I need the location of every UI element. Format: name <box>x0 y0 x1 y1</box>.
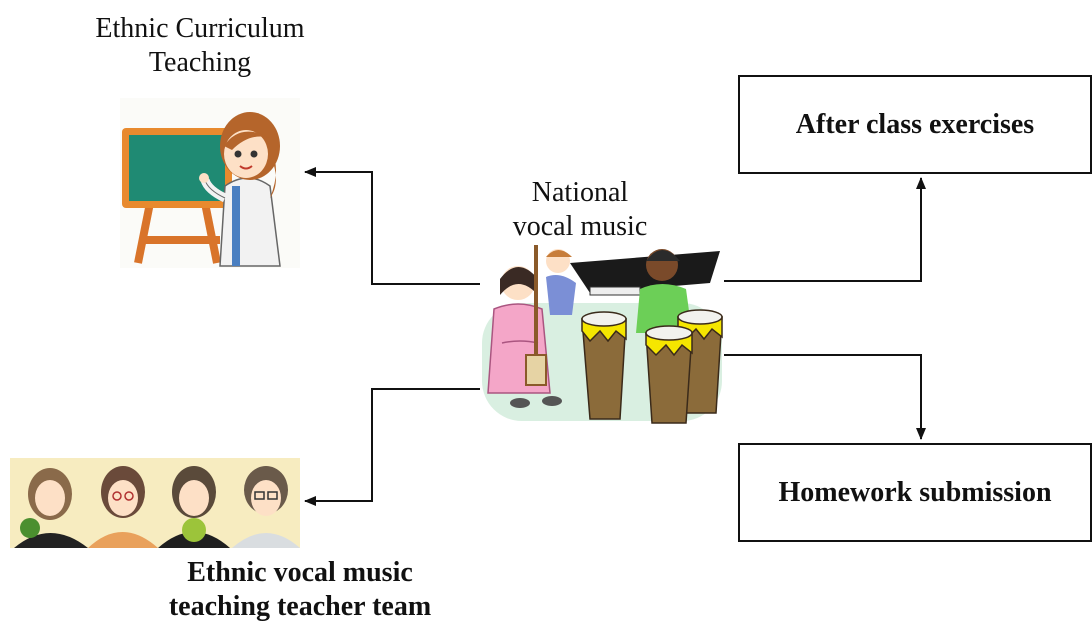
teacher-at-chalkboard-illustration <box>120 98 300 268</box>
connector-to-team <box>304 388 480 506</box>
team-label: Ethnic vocal music teaching teacher team <box>140 556 460 624</box>
curriculum-label: Ethnic Curriculum Teaching <box>60 12 340 80</box>
connector-to-homework <box>724 354 926 440</box>
after-class-exercises-label: After class exercises <box>795 108 1035 140</box>
connector-to-after-class <box>724 177 926 282</box>
team-label-line1: Ethnic vocal music <box>187 557 413 588</box>
curriculum-label-line1: Ethnic Curriculum <box>95 13 305 44</box>
teacher-team-illustration <box>10 458 300 548</box>
center-label-line2: vocal music <box>512 211 648 242</box>
team-label-line2: teaching teacher team <box>168 591 432 622</box>
homework-submission-label: Homework submission <box>778 476 1052 508</box>
homework-submission-box: Homework submission <box>738 443 1092 542</box>
center-label: National vocal music <box>470 176 690 244</box>
musicians-band-illustration <box>482 245 723 424</box>
center-label-line1: National <box>531 177 629 208</box>
after-class-exercises-box: After class exercises <box>738 75 1092 174</box>
connector-to-curriculum <box>304 167 480 285</box>
curriculum-label-line2: Teaching <box>148 47 252 78</box>
